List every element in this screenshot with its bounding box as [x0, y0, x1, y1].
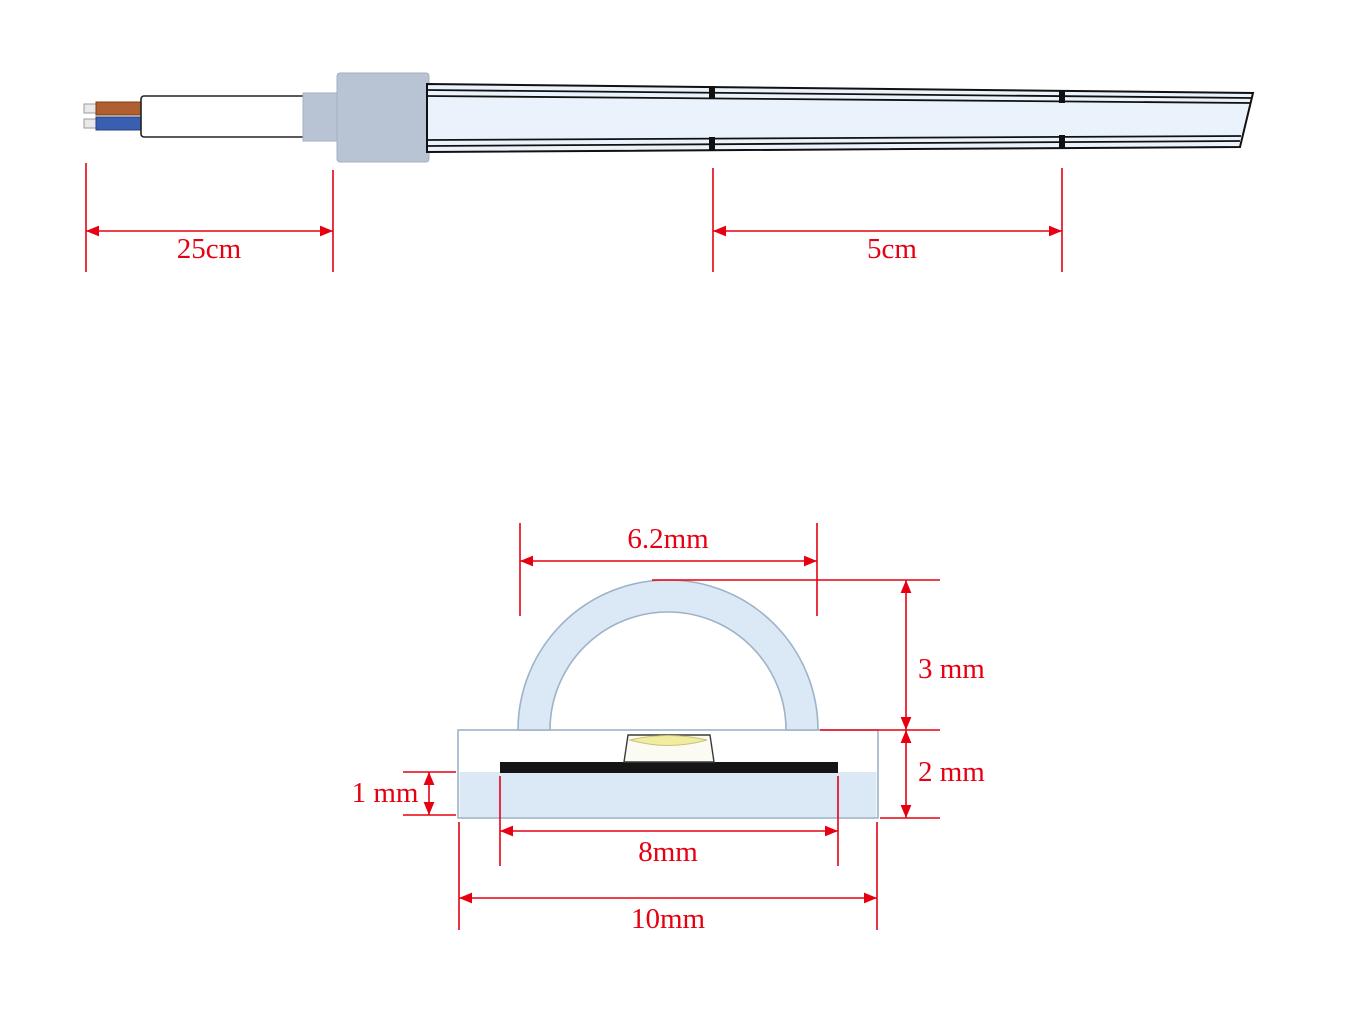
total-width-label: 10mm	[631, 903, 706, 935]
dome-width-label: 6.2mm	[627, 523, 709, 555]
pcb-width-label: 8mm	[638, 836, 698, 868]
dimension-cut-interval: 5cm	[712, 168, 1063, 272]
dimension-total-width: 10mm	[458, 822, 878, 935]
dimension-pcb-width: 8mm	[499, 776, 839, 868]
cut-mark	[709, 86, 715, 99]
led-strip-side-view: 25cm 5cm	[83, 72, 1255, 272]
cut-interval-label: 5cm	[867, 233, 917, 265]
led-phosphor-lens	[628, 735, 708, 746]
end-cap-connector	[336, 72, 430, 163]
power-cable	[140, 95, 308, 138]
dimension-cable-length: 25cm	[85, 163, 334, 272]
wire-brown	[95, 101, 145, 116]
pcb-strip	[500, 762, 838, 773]
cut-mark	[1059, 90, 1065, 103]
dimension-bottom-thickness: 1 mm	[352, 771, 456, 816]
strip-edge-lines	[427, 89, 1253, 147]
dome-height-label: 3 mm	[918, 653, 985, 685]
dimension-dome-width: 6.2mm	[519, 523, 818, 616]
base-height-label: 2 mm	[918, 756, 985, 788]
cut-mark-group	[709, 86, 1065, 150]
cut-mark	[709, 137, 715, 150]
dimension-dome-height: 3 mm	[652, 579, 985, 731]
dimension-base-height: 2 mm	[880, 730, 985, 819]
wire-blue	[95, 116, 145, 131]
cable-length-label: 25cm	[177, 233, 242, 265]
profile-cross-section: 6.2mm 3 mm 2 mm 1 mm 8mm	[352, 523, 985, 935]
cut-mark	[1059, 135, 1065, 148]
bottom-thickness-label: 1 mm	[352, 777, 419, 809]
silicone-dome	[517, 579, 819, 731]
profile-base-bottom-band	[459, 772, 877, 817]
